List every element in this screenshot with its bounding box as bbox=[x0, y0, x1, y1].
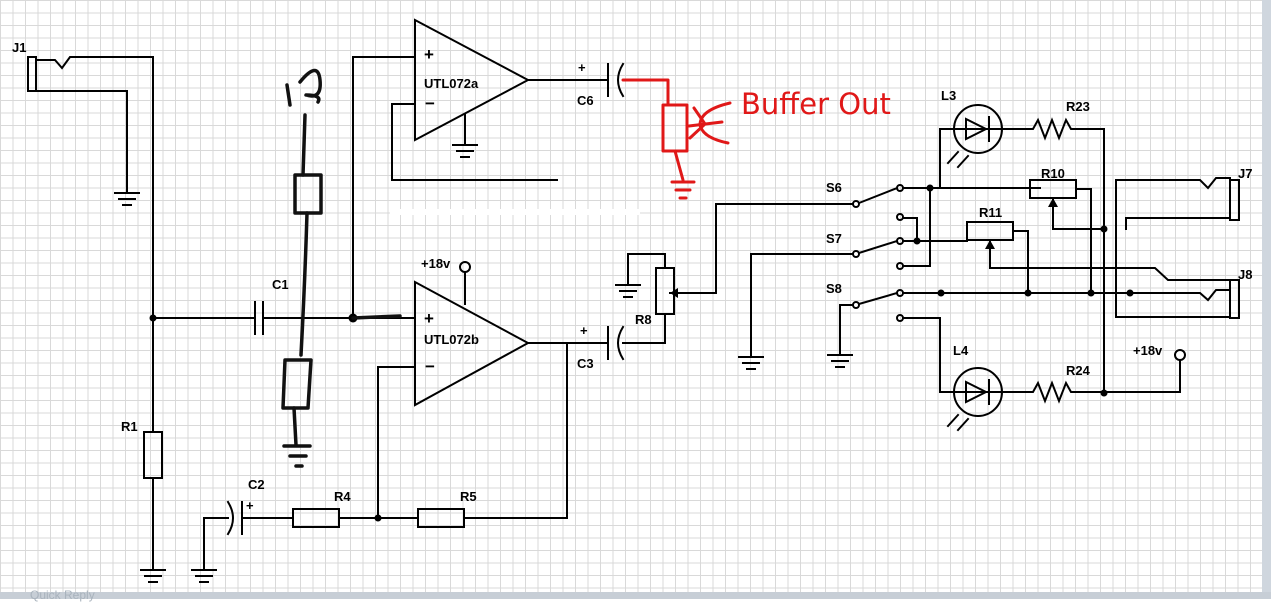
label-r24: R24 bbox=[1066, 363, 1091, 378]
label-r8: R8 bbox=[635, 312, 652, 327]
jack-j8: J8 bbox=[1115, 267, 1252, 319]
c3-plus: + bbox=[580, 323, 588, 338]
junction-dot bbox=[937, 289, 945, 297]
label-r10: R10 bbox=[1041, 166, 1065, 181]
wire bbox=[352, 56, 416, 319]
label-r23: R23 bbox=[1066, 99, 1090, 114]
led-l3: L3 bbox=[939, 88, 1029, 189]
c2-plus: + bbox=[246, 498, 254, 513]
opamp-a-name: UTL072a bbox=[424, 76, 479, 91]
buffer-out-annotation: Buffer Out bbox=[621, 78, 891, 200]
label-s6: S6 bbox=[826, 180, 842, 195]
supply-right: +18v bbox=[1133, 343, 1163, 358]
label-l4: L4 bbox=[953, 343, 969, 358]
opamp-a-plus: + bbox=[424, 45, 434, 64]
label-l3: L3 bbox=[941, 88, 956, 103]
resistor-r24: R24 +18v bbox=[1027, 343, 1186, 404]
opamp-a: + − UTL072a + C6 bbox=[391, 18, 625, 181]
label-r5: R5 bbox=[460, 489, 477, 504]
resistor-r23: R23 bbox=[1027, 99, 1105, 394]
wire bbox=[902, 187, 931, 267]
potentiometer-r11: R11 bbox=[966, 205, 1229, 294]
label-c6: C6 bbox=[577, 93, 594, 108]
buffer-out-label: Buffer Out bbox=[741, 87, 891, 121]
handwritten-resistor-network bbox=[281, 68, 402, 468]
quick-reply-label[interactable]: Quick Reply bbox=[30, 588, 95, 602]
led-l4: L4 bbox=[946, 343, 1029, 432]
label-s7: S7 bbox=[826, 231, 842, 246]
capacitor-c2: C2 + bbox=[191, 477, 265, 583]
opamp-b-name: UTL072b bbox=[424, 332, 479, 347]
label-j8: J8 bbox=[1238, 267, 1252, 282]
label-c2: C2 bbox=[248, 477, 265, 492]
label-c3: C3 bbox=[577, 356, 594, 371]
jack-j7: J7 bbox=[1115, 166, 1252, 318]
resistor-r1: R1 bbox=[121, 56, 166, 583]
jack-j1: J1 bbox=[12, 40, 154, 193]
capacitor-c1: C1 bbox=[152, 277, 401, 335]
window-scrollbar[interactable] bbox=[1262, 0, 1271, 599]
opamp-a-minus: − bbox=[425, 94, 435, 113]
potentiometer-r10: R10 bbox=[1029, 166, 1105, 294]
label-r11: R11 bbox=[979, 205, 1002, 220]
switch-s7: S7 bbox=[738, 231, 968, 370]
junction-dot bbox=[374, 514, 382, 522]
bottom-bar bbox=[0, 592, 1271, 599]
supply-top: +18v bbox=[421, 256, 451, 271]
opamp-b-plus: + bbox=[424, 309, 434, 328]
feedback-network: R4 R5 bbox=[241, 489, 568, 528]
switch-s6: S6 bbox=[826, 180, 1041, 221]
potentiometer-r8: R8 bbox=[615, 253, 717, 344]
label-r1: R1 bbox=[121, 419, 138, 434]
wire bbox=[715, 203, 854, 294]
label-c1: C1 bbox=[272, 277, 289, 292]
label-j7: J7 bbox=[1238, 166, 1252, 181]
opamp-b-minus: − bbox=[425, 357, 435, 376]
opamp-b: + − UTL072b +18v + C3 bbox=[377, 256, 666, 519]
ground-j1 bbox=[114, 192, 140, 206]
label-r4: R4 bbox=[334, 489, 351, 504]
label-s8: S8 bbox=[826, 281, 842, 296]
c6-plus: + bbox=[578, 60, 586, 75]
label-j1: J1 bbox=[12, 40, 26, 55]
